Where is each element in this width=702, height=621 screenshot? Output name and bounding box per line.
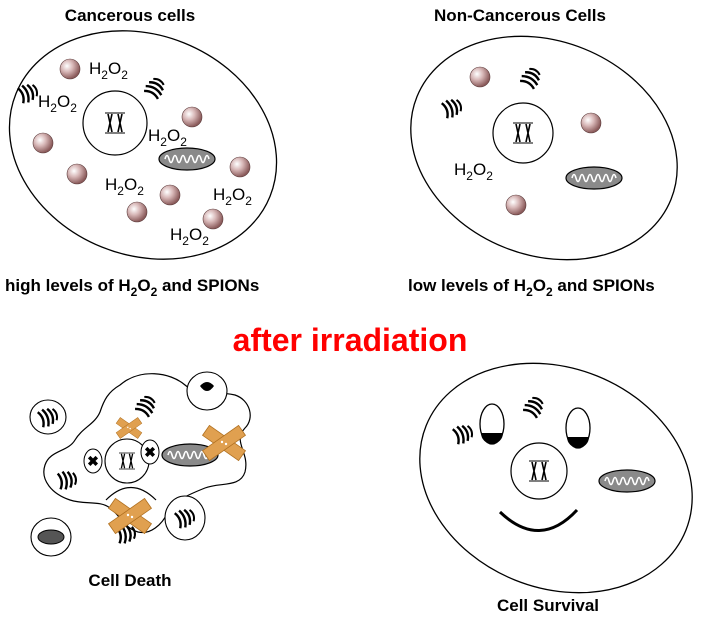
h2o2-label: H2O2 bbox=[170, 225, 209, 248]
caption-low-levels: low levels of H2O2 and SPIONs bbox=[408, 276, 655, 299]
mitochondrion-icon bbox=[598, 469, 656, 493]
spion-particle bbox=[505, 194, 527, 216]
normal-cell-nucleus bbox=[492, 102, 554, 164]
smile-icon bbox=[498, 508, 579, 532]
spion-particle bbox=[469, 66, 491, 88]
mitochondrion-icon bbox=[565, 166, 623, 190]
spion-particle bbox=[229, 156, 251, 178]
spion-particle bbox=[59, 58, 81, 80]
h2o2-label: H2O2 bbox=[148, 126, 187, 149]
caption-high-levels: high levels of H2O2 and SPIONs bbox=[5, 276, 259, 299]
title-cancerous: Cancerous cells bbox=[65, 6, 195, 25]
h2o2-label: H2O2 bbox=[454, 160, 493, 183]
spion-particle bbox=[580, 112, 602, 134]
damage-x-icon: ✖ bbox=[144, 444, 156, 460]
caption-cell-death: Cell Death bbox=[88, 571, 171, 590]
spion-particle bbox=[159, 184, 181, 206]
cancer-cell-nucleus bbox=[82, 90, 148, 156]
caption-cell-survival: Cell Survival bbox=[497, 596, 599, 615]
dead-cell-group: ✖ ✖ bbox=[29, 371, 251, 557]
mitochondrion-icon bbox=[158, 147, 216, 171]
spion-particle bbox=[126, 201, 148, 223]
h2o2-label: H2O2 bbox=[213, 185, 252, 208]
spion-particle bbox=[32, 132, 54, 154]
spion-particle bbox=[181, 106, 203, 128]
after-irradiation-title: after irradiation bbox=[233, 322, 468, 358]
cancer-cell-membrane bbox=[8, 30, 278, 260]
spion-particle bbox=[66, 163, 88, 185]
h2o2-label: H2O2 bbox=[105, 175, 144, 198]
h2o2-label: H2O2 bbox=[89, 59, 128, 82]
h2o2-label: H2O2 bbox=[38, 92, 77, 115]
surviving-cell-nucleus bbox=[510, 442, 568, 500]
damage-x-icon: ✖ bbox=[87, 453, 99, 469]
title-non-cancerous: Non-Cancerous Cells bbox=[434, 6, 606, 25]
spion-particle bbox=[202, 208, 224, 230]
